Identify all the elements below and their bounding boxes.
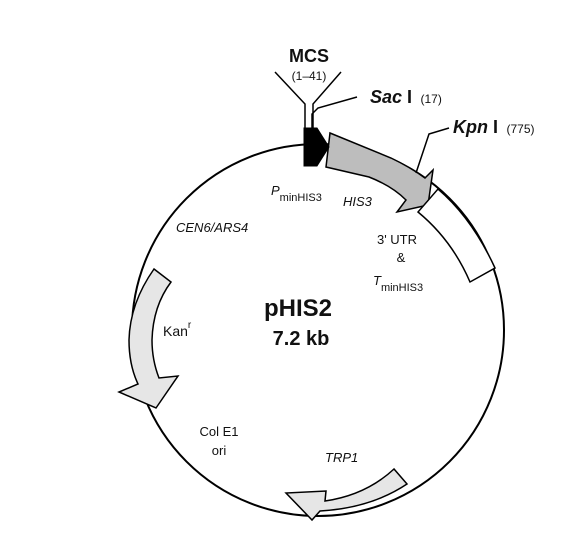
utr-ampersand: &	[397, 250, 406, 265]
terminator-label: TminHIS3	[373, 273, 423, 294]
trp1-label: TRP1	[325, 450, 358, 465]
cen-ars-label: CEN6/ARS4	[176, 220, 248, 235]
kpn-i-site-label: Kpn I (775)	[453, 117, 534, 137]
kpn-leader	[415, 127, 450, 174]
utr-label: 3' UTR	[377, 232, 417, 247]
mcs-bracket	[274, 71, 342, 128]
mcs-range: (1–41)	[292, 69, 327, 83]
kan-label: Kanr	[163, 320, 192, 339]
mcs-label: MCS	[289, 46, 329, 66]
plasmid-size: 7.2 kb	[273, 328, 330, 350]
trp1-arrow	[284, 467, 409, 522]
sac-leader	[311, 96, 358, 128]
ori-label-line2: ori	[212, 443, 227, 458]
promoter-arrow	[303, 127, 330, 167]
promoter-label: PminHIS3	[271, 183, 322, 204]
utr-block	[416, 187, 496, 284]
sac-i-site-label: Sac I (17)	[370, 87, 442, 107]
kan-arrow	[117, 267, 180, 409]
ori-label-line1: Col E1	[199, 424, 238, 439]
his3-label: HIS3	[343, 194, 373, 209]
his3-arrow	[325, 131, 435, 214]
plasmid-name: pHIS2	[264, 295, 332, 322]
